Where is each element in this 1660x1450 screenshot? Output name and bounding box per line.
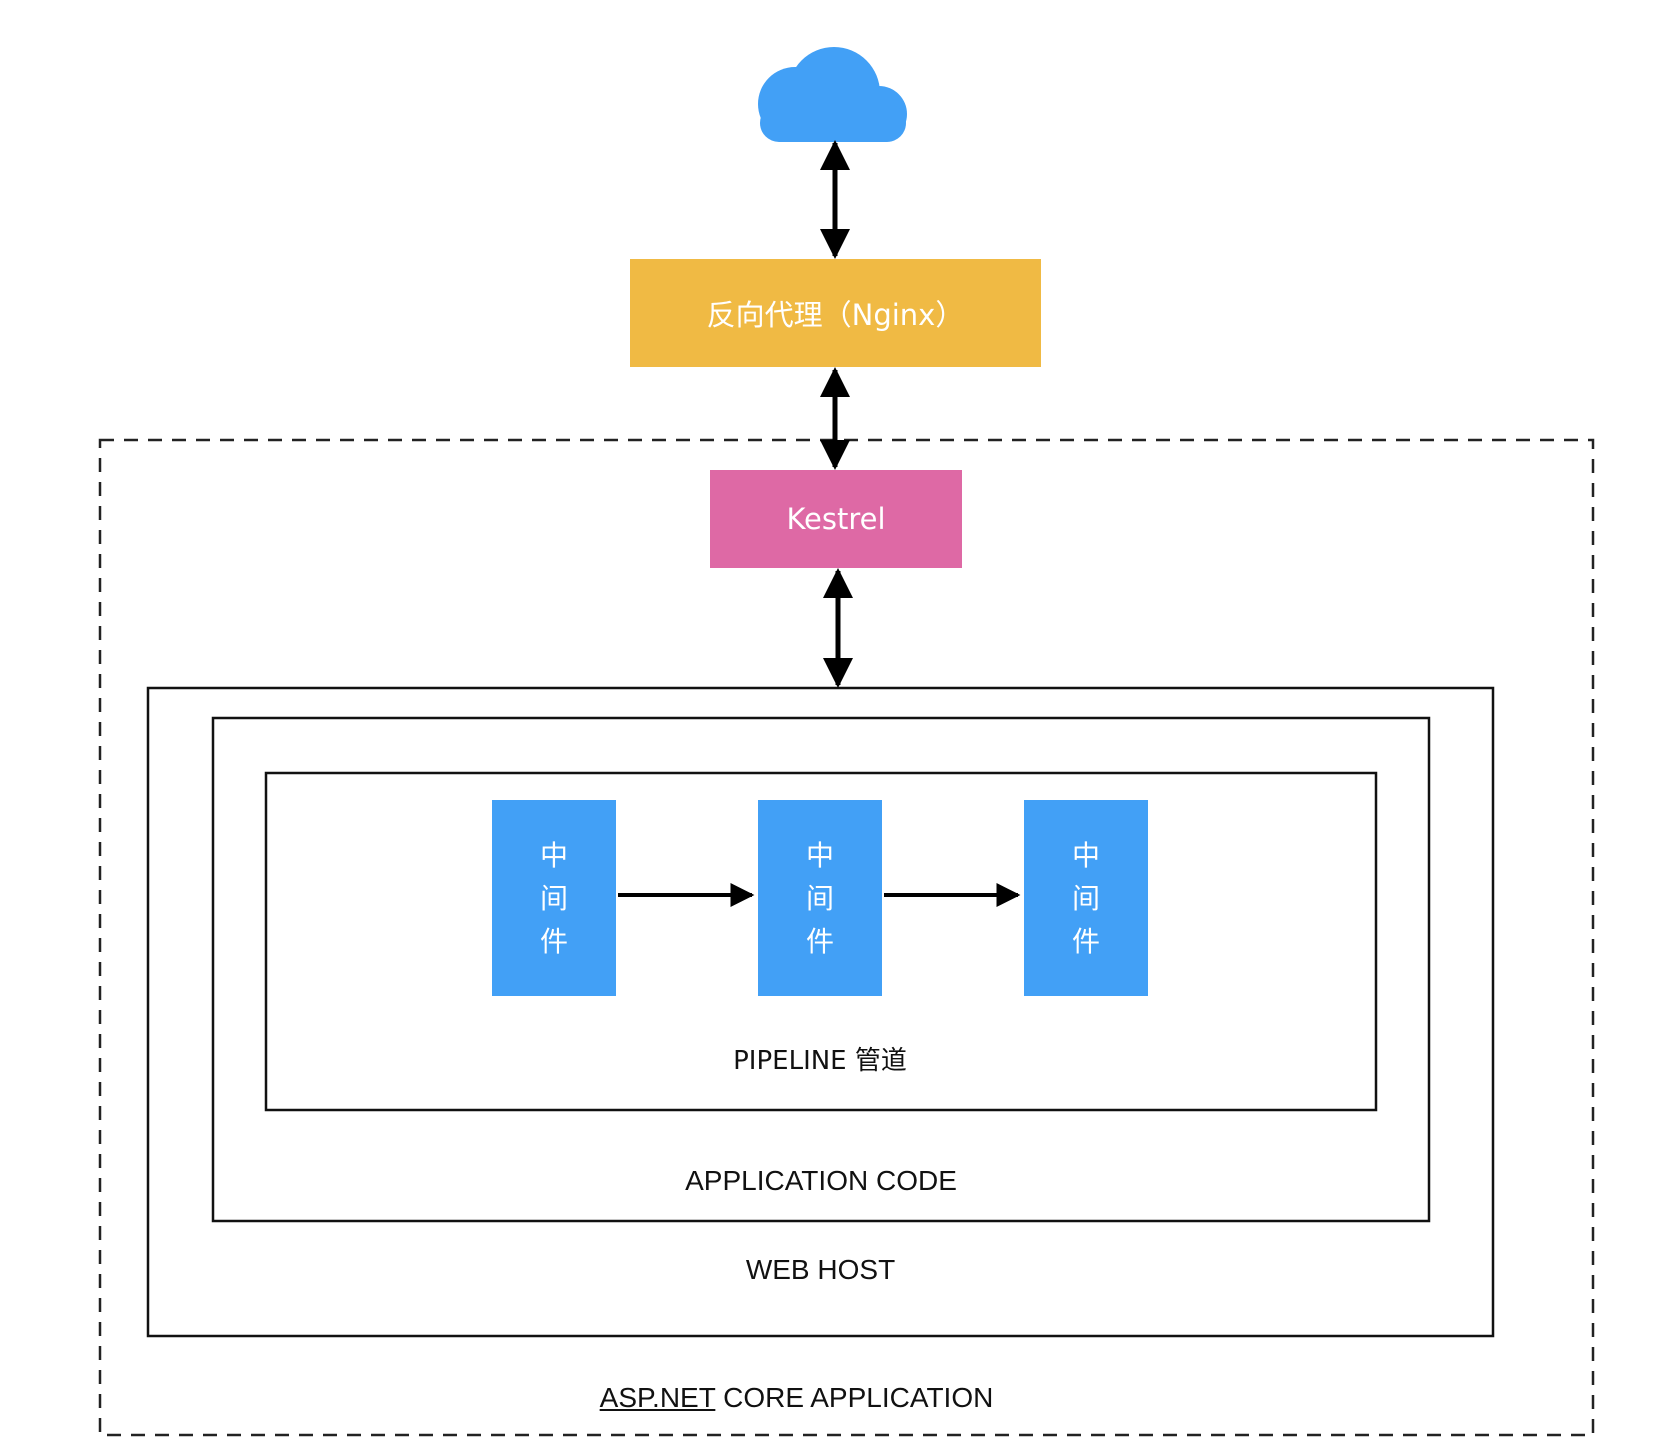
middleware-box-3 <box>1024 800 1148 996</box>
aspnet-core-application-label: ASP.NET CORE APPLICATION <box>100 1382 1493 1414</box>
middleware-char: 中 <box>805 838 834 872</box>
web-host-box <box>146 686 1495 1338</box>
middleware-char: 间 <box>1071 881 1100 915</box>
reverse-proxy-label: 反向代理（Nginx） <box>706 298 965 332</box>
middleware-char: 间 <box>805 881 834 915</box>
pipeline-box <box>264 771 1378 1112</box>
middleware-label-2: 中 间 件 <box>758 800 882 996</box>
middleware-char: 中 <box>1071 838 1100 872</box>
reverse-proxy-box <box>630 259 1041 367</box>
middleware-label-3: 中 间 件 <box>1024 800 1148 996</box>
middleware-char: 件 <box>805 924 834 958</box>
middleware-char: 件 <box>539 924 568 958</box>
middleware-char: 件 <box>1071 924 1100 958</box>
web-host-label: WEB HOST <box>745 1254 896 1285</box>
application-code-box <box>211 716 1431 1223</box>
application-code-label: APPLICATION CODE <box>685 1165 957 1196</box>
middleware-char: 中 <box>539 838 568 872</box>
middleware-box-2 <box>758 800 882 996</box>
aspnet-link-text: ASP.NET <box>599 1382 716 1413</box>
aspnet-rest-text: CORE APPLICATION <box>715 1382 994 1413</box>
kestrel-box <box>710 470 962 568</box>
pipeline-label: PIPELINE 管道 <box>733 1046 907 1076</box>
cloud-icon <box>758 47 907 142</box>
kestrel-label: Kestrel <box>786 502 886 536</box>
middleware-box-1 <box>492 800 616 996</box>
middleware-label-1: 中 间 件 <box>492 800 616 996</box>
middleware-char: 间 <box>539 881 568 915</box>
